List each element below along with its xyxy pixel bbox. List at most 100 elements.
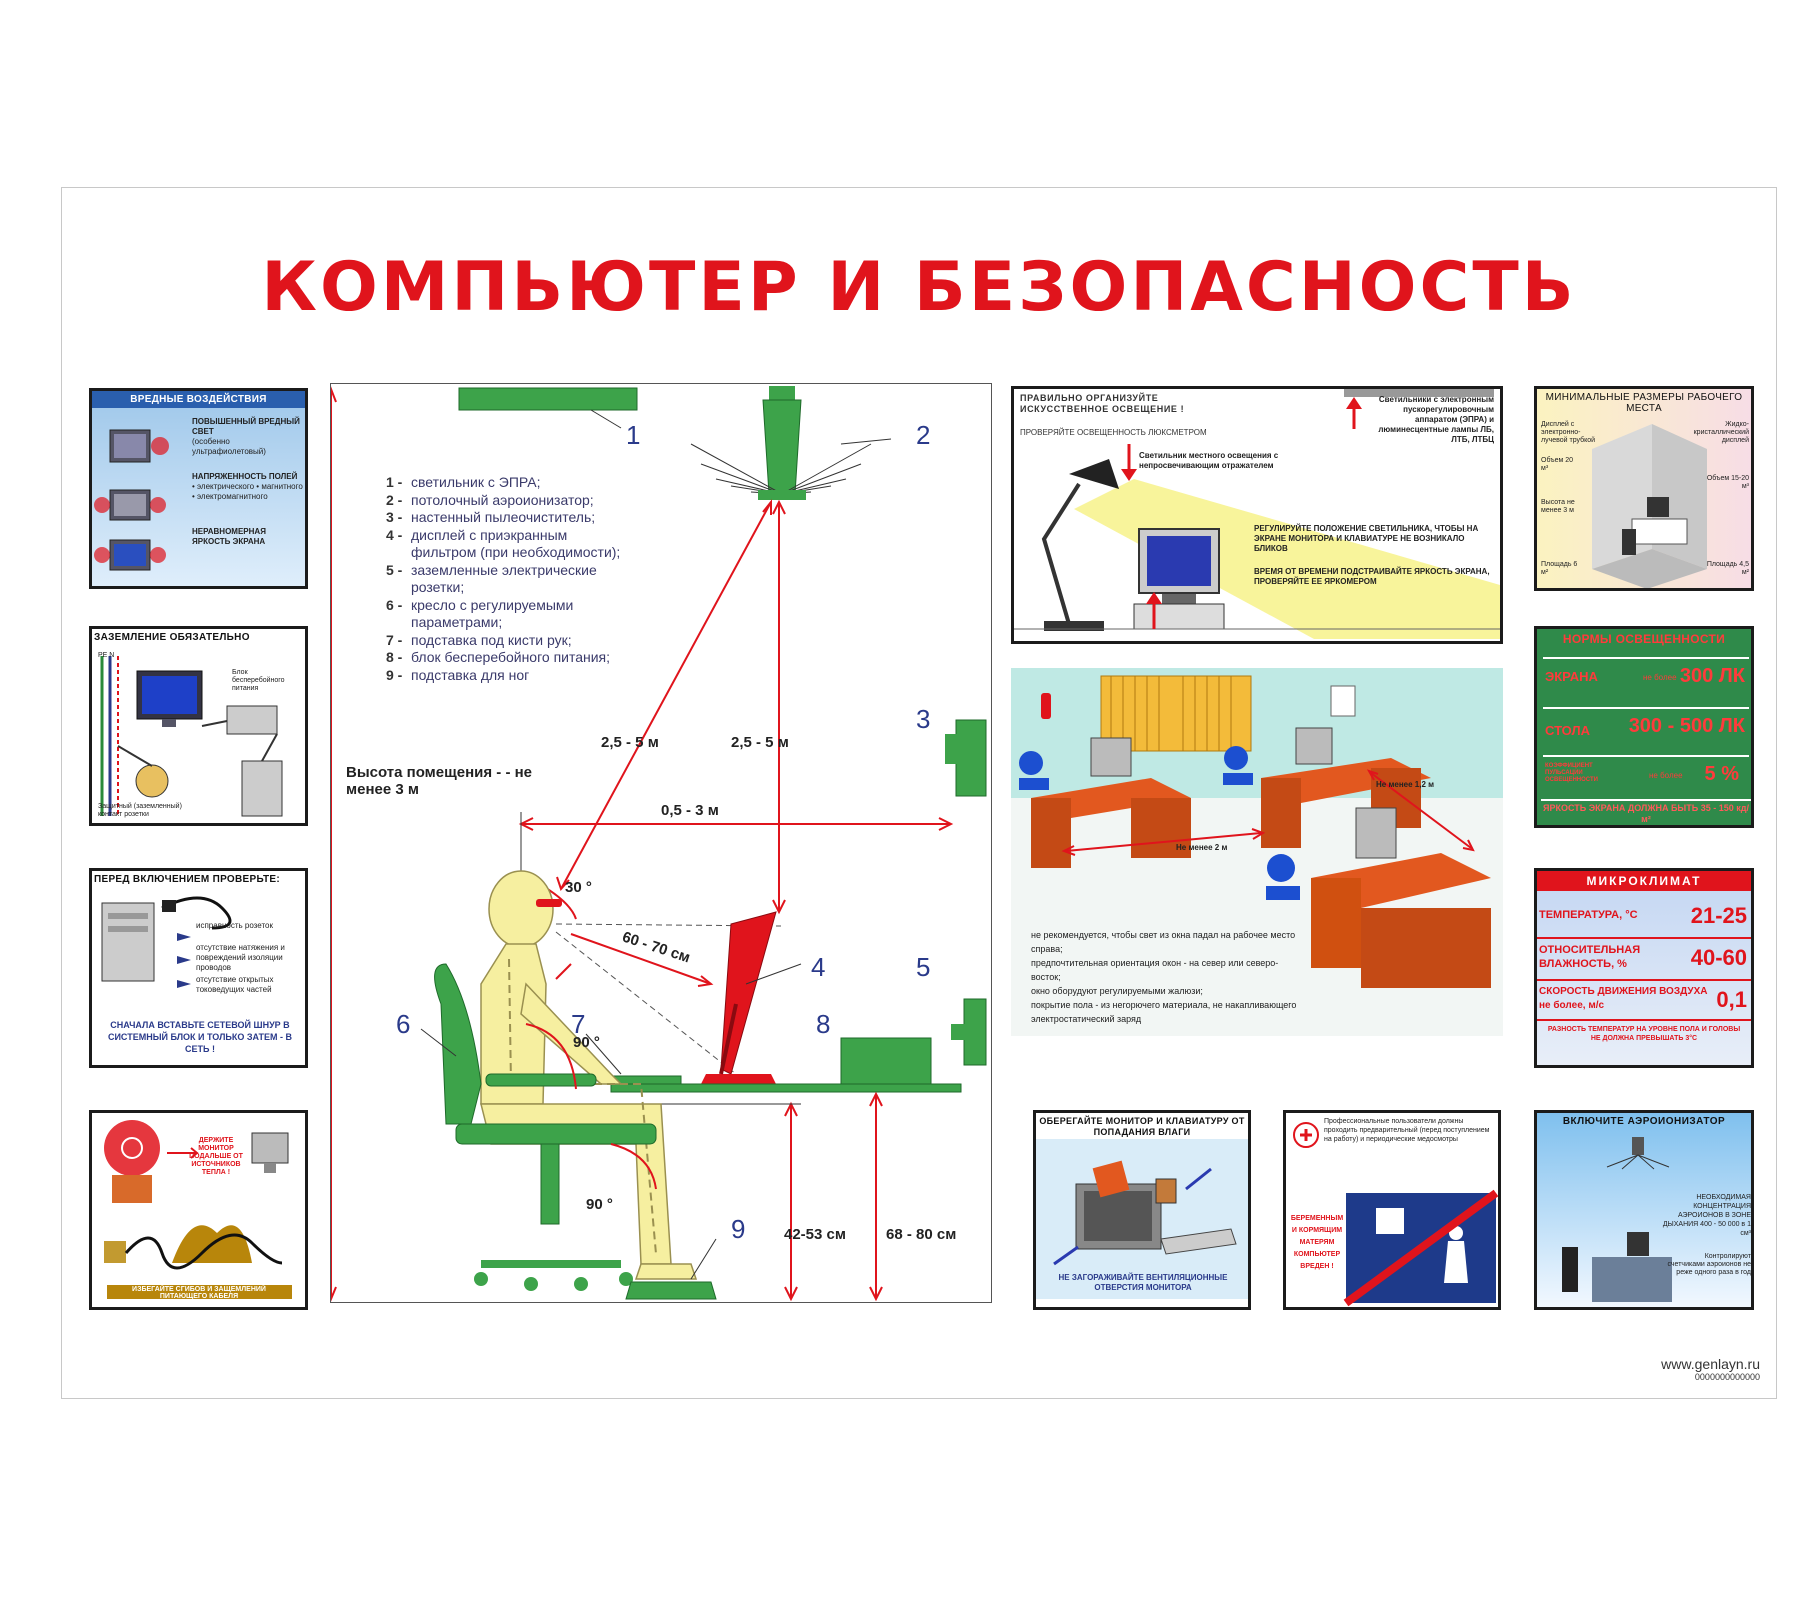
distance-2m: Не менее 2 м — [1176, 843, 1228, 852]
fire-extinguisher-icon — [1041, 693, 1051, 719]
callout-9: 9 — [731, 1214, 746, 1244]
desk-icon — [1592, 1257, 1672, 1302]
ionizer-control: Контролируют счетчиками аэроионов не реж… — [1667, 1253, 1751, 1276]
monitor-icon — [1133, 528, 1225, 630]
area-crt: Площадь 6 м² — [1541, 561, 1578, 576]
crt-label: Дисплей с электронно-лучевой трубкой — [1541, 421, 1596, 444]
panel-grounding: ЗАЗЕМЛЕНИЕ ОБЯЗАТЕЛЬНО PE N Блок беспере… — [89, 626, 308, 826]
aeroionizer-icon — [1606, 1137, 1670, 1170]
site-url: www.genlayn.ru — [1661, 1356, 1760, 1372]
pe-label: PE N — [98, 652, 115, 659]
chair-icon — [1622, 529, 1636, 555]
harmful-item: НЕРАВНОМЕРНАЯ ЯРКОСТЬ ЭКРАНА — [192, 527, 266, 546]
ups-icon — [840, 1037, 932, 1085]
lighting-illustration — [1014, 389, 1500, 639]
poster-title: КОМПЬЮТЕР И БЕЗОПАСНОСТЬ — [261, 248, 1577, 327]
power-cord-icon — [161, 896, 232, 930]
micro-note: РАЗНОСТЬ ТЕМПЕРАТУР НА УРОВНЕ ПОЛА И ГОЛ… — [1547, 1026, 1741, 1042]
callout-4: 4 — [811, 952, 826, 982]
callout-8: 8 — [816, 1009, 831, 1039]
panel-workplace-ergonomics: 1 -светильник с ЭПРА; 2 -потолочный аэро… — [330, 383, 992, 1303]
norm-row: ЭКРАНА не более 300 ЛК — [1543, 657, 1749, 699]
lamps-label: Светильники с электронным пускорегулиров… — [1378, 395, 1494, 444]
pregnancy-warning: БЕРЕМЕННЫМ И КОРМЯЩИМ МАТЕРЯМ КОМПЬЮТЕР … — [1290, 1215, 1344, 1270]
monitor-icon — [1075, 1183, 1162, 1250]
harmful-illustration — [94, 429, 169, 571]
panel-title: ВКЛЮЧИТЕ АЭРОИОНИЗАТОР — [1562, 1116, 1726, 1127]
callout-1: 1 — [626, 420, 641, 450]
panel-title: НОРМЫ ОСВЕЩЕННОСТИ — [1562, 632, 1726, 646]
panel-microclimate: МИКРОКЛИМАТ ТЕМПЕРАТУРА, °С 21-25 ОТНОСИ… — [1534, 868, 1754, 1068]
medical-illustration — [1293, 1122, 1498, 1307]
lighting-tip-1: РЕГУЛИРУЙТЕ ПОЛОЖЕНИЕ СВЕТИЛЬНИКА, ЧТОБЫ… — [1254, 524, 1479, 553]
pregnant-woman-icon — [1444, 1226, 1468, 1283]
panel-artificial-lighting: ПРАВИЛЬНО ОРГАНИЗУЙТЕ ИСКУССТВЕННОЕ ОСВЕ… — [1011, 386, 1503, 644]
heat-illustration — [104, 1120, 292, 1299]
legend-row: розетки; — [411, 579, 465, 595]
aeroionizer-icon — [690, 386, 872, 500]
socket-label: Защитный (заземленный) контакт розетки — [98, 803, 182, 818]
panel-title: ОБЕРЕГАЙТЕ МОНИТОР И КЛАВИАТУРУ ОТ ПОПАД… — [1039, 1116, 1245, 1137]
keyboard-icon — [1160, 1228, 1237, 1255]
legend-row: 6 -кресло с регулируемыми — [386, 596, 574, 613]
callout-2: 2 — [916, 420, 931, 450]
room-illustration — [1592, 424, 1707, 588]
medical-cross-icon — [1293, 1122, 1319, 1148]
footer: www.genlayn.ru 0000000000000 — [1661, 1356, 1760, 1382]
check-item: исправность розеток — [196, 921, 273, 930]
distance-eye-lamp: 2,5 - 5 м — [601, 734, 659, 751]
callout-5: 5 — [916, 952, 931, 982]
monitor-icon — [701, 911, 777, 1084]
check-item: отсутствие открытых токоведущих частей — [196, 975, 274, 994]
distance-ionizer-desk: 2,5 - 5 м — [731, 734, 789, 751]
moisture-illustration — [1036, 1139, 1248, 1299]
ionizer-illustration — [1562, 1137, 1672, 1302]
harmful-item: НАПРЯЖЕННОСТЬ ПОЛЕЙ• электрического • ма… — [192, 472, 303, 501]
office-recommendations: не рекомендуется, чтобы свет из окна пад… — [1031, 928, 1301, 1026]
monitor-icon — [1627, 1232, 1649, 1256]
footrest-icon — [625, 1281, 717, 1300]
panel-title: МИКРОКЛИМАТ — [1537, 871, 1751, 891]
lighting-title: ПРАВИЛЬНО ОРГАНИЗУЙТЕ ИСКУССТВЕННОЕ ОСВЕ… — [1020, 393, 1185, 414]
legend-row: 8 -блок бесперебойного питания; — [386, 649, 611, 665]
chair-icon — [1019, 746, 1300, 900]
seat-height: 42-53 см — [784, 1226, 846, 1243]
volume-crt: Объем 20 м³ — [1541, 457, 1574, 472]
lcd-label: Жидко-кристаллический дисплей — [1693, 421, 1749, 444]
local-lamp-label: Светильник местного освещения с непросве… — [1139, 451, 1279, 470]
monitor-icon — [251, 1132, 289, 1173]
cup-icon — [1155, 1178, 1177, 1204]
room-height-label: Высота помещения - - не менее 3 м — [346, 764, 533, 798]
panel-medical: Профессиональные пользователи должны про… — [1283, 1110, 1501, 1310]
grounding-illustration — [100, 656, 283, 817]
monitor-icon — [1376, 1208, 1404, 1234]
check-illustration — [101, 896, 232, 988]
check-note: СНАЧАЛА ВСТАВЬТЕ СЕТЕВОЙ ШНУР В СИСТЕМНЫ… — [107, 1020, 293, 1054]
panel-title: МИНИМАЛЬНЫЕ РАЗМЕРЫ РАБОЧЕГО МЕСТА — [1545, 392, 1743, 414]
window-curtain-icon — [1100, 675, 1252, 752]
office-illustration — [1011, 668, 1503, 1036]
office-bullet: покрытие пола - из негорючего материала,… — [1031, 1000, 1297, 1024]
legend-row: 5 -заземленные электрические — [386, 561, 597, 578]
volume-lcd: Объем 15-20 м³ — [1706, 475, 1749, 490]
panel-heat-cable: ДЕРЖИТЕ МОНИТОР ПОДАЛЬШЕ ОТ ИСТОЧНИКОВ Т… — [89, 1110, 308, 1310]
norm-row: КОЭФФИЦИЕНТ ПУЛЬСАЦИИ ОСВЕЩЕННОСТИ не бо… — [1543, 755, 1749, 797]
monitor-icon — [1090, 727, 1397, 859]
micro-row: ТЕМПЕРАТУРА, °С 21-25 — [1537, 897, 1751, 939]
legend-row: 1 -светильник с ЭПРА; — [386, 474, 541, 490]
socket-icon — [135, 764, 169, 798]
office-bullet: не рекомендуется, чтобы свет из окна пад… — [1031, 930, 1296, 954]
heat-text: ДЕРЖИТЕ МОНИТОР ПОДАЛЬШЕ ОТ ИСТОЧНИКОВ Т… — [189, 1137, 243, 1176]
system-unit-icon — [241, 760, 283, 817]
product-code: 0000000000000 — [1694, 1372, 1760, 1382]
wall-purifier-icon — [945, 719, 987, 797]
panel-title: ПЕРЕД ВКЛЮЧЕНИЕМ ПРОВЕРЬТЕ: — [94, 874, 280, 885]
legend-row: 4 -дисплей с приэкранным — [386, 526, 568, 543]
heater-icon — [104, 1120, 160, 1203]
ups-label: Блок бесперебойного питания — [232, 669, 285, 692]
panel-title: ВРЕДНЫЕ ВОЗДЕЙСТВИЯ — [92, 391, 305, 408]
check-item: отсутствие натяжения и повреждений изоля… — [196, 943, 285, 972]
panel-harmful-effects: ВРЕДНЫЕ ВОЗДЕЙСТВИЯ ПОВЫШЕННЫЙ ВРЕДНЫЙ С… — [89, 388, 308, 589]
angle-knee: 90 ° — [586, 1196, 613, 1213]
monitor-icon — [94, 429, 169, 571]
